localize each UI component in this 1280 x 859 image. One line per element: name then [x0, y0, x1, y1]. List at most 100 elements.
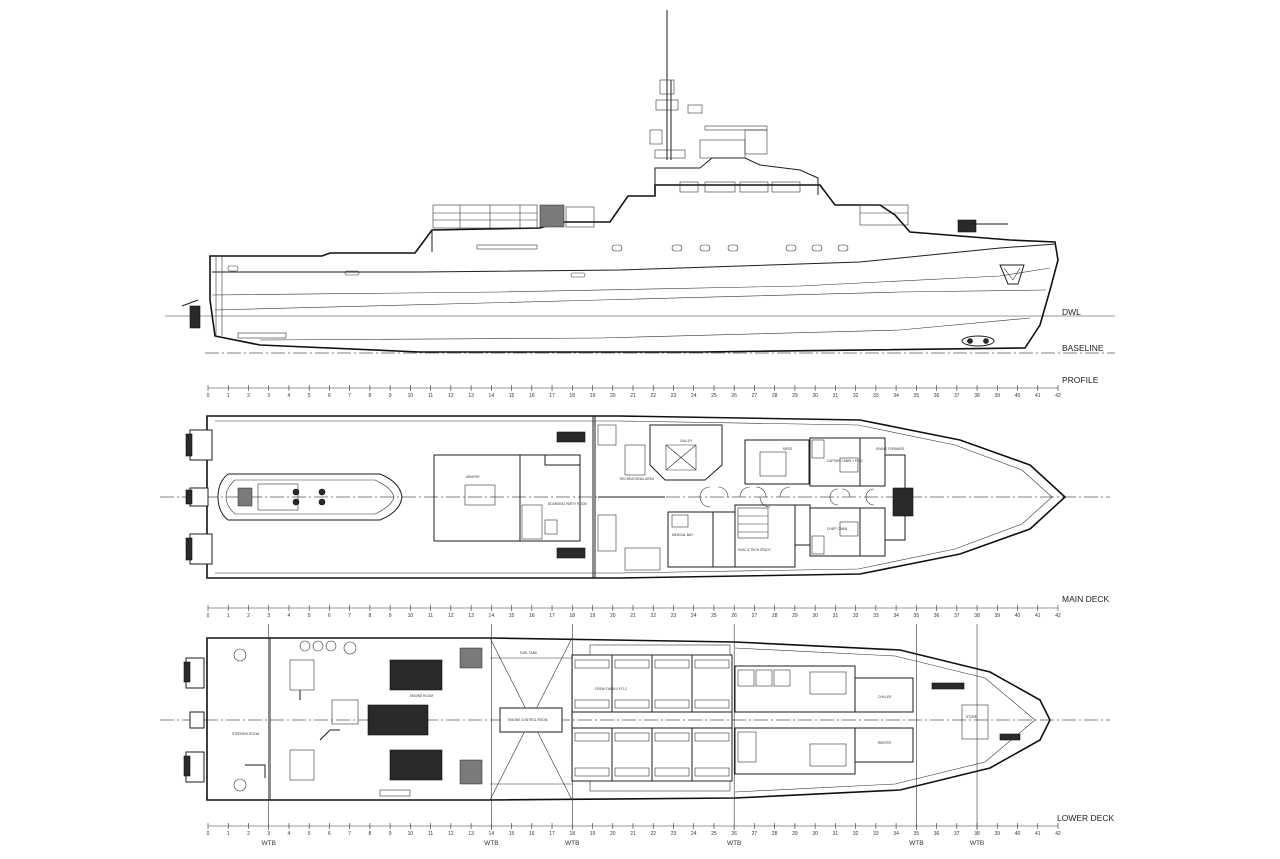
scale-tick-label: 14 — [489, 393, 495, 399]
scale-tick-label: 26 — [731, 831, 737, 837]
svg-text:RECREATIONAL AREA: RECREATIONAL AREA — [620, 477, 655, 481]
scale-tick-label: 5 — [308, 613, 311, 619]
scale-tick-label: 18 — [570, 613, 576, 619]
engine-port — [389, 659, 443, 691]
scale-tick-label: 40 — [1015, 613, 1021, 619]
scale-tick-label: 39 — [995, 393, 1001, 399]
wtb-label: WTB — [484, 840, 498, 847]
svg-text:REEFER: REEFER — [878, 741, 892, 745]
scale-tick-label: 9 — [389, 831, 392, 837]
scale-tick-label: 41 — [1035, 613, 1041, 619]
rhib-boat — [217, 473, 403, 521]
engine-centre — [367, 704, 429, 736]
scale-tick-label: 28 — [772, 831, 778, 837]
scale-tick-label: 13 — [468, 393, 474, 399]
lower-deck-view: STEERING ROOM ENGINE ROOM FUEL TANK ENGI… — [160, 624, 1114, 830]
svg-text:CHIEF CABIN: CHIEF CABIN — [827, 527, 848, 531]
svg-text:ENGINE CONTROL ROOM: ENGINE CONTROL ROOM — [508, 718, 548, 722]
scale-tick-label: 31 — [833, 613, 839, 619]
main-deck-hull-outline — [206, 415, 1067, 579]
engine-starboard — [389, 749, 443, 781]
scale-tick-label: 21 — [630, 393, 636, 399]
scale-tick-label: 23 — [671, 393, 677, 399]
svg-text:ENGINE ROOM: ENGINE ROOM — [410, 694, 433, 698]
lower-deck-room-labels: STEERING ROOM ENGINE ROOM FUEL TANK ENGI… — [232, 651, 977, 745]
lower-deck-label: LOWER DECK — [1057, 813, 1114, 823]
scale-tick-label: 17 — [549, 393, 555, 399]
scale-tick-label: 9 — [389, 393, 392, 399]
baseline-label: BASELINE — [1062, 343, 1104, 353]
bow-thruster — [961, 335, 995, 347]
scale-tick-label: 36 — [934, 393, 940, 399]
scale-tick-label: 3 — [267, 393, 270, 399]
scale-tick-label: 32 — [853, 393, 859, 399]
scale-tick-label: 30 — [812, 613, 818, 619]
scale-tick-label: 13 — [468, 831, 474, 837]
bottom-line — [259, 317, 1031, 341]
scale-tick-label: 11 — [428, 393, 433, 399]
scale-tick-label: 38 — [974, 613, 980, 619]
scale-tick-label: 35 — [914, 613, 920, 619]
scale-tick-label: 32 — [853, 831, 859, 837]
scale-tick-label: 9 — [389, 613, 392, 619]
svg-text:STEERING ROOM: STEERING ROOM — [232, 732, 259, 736]
scale-tick-label: 22 — [650, 831, 656, 837]
main-deck-view: ARMORY BOARDING PARTY ROOM RECREATIONAL … — [160, 415, 1110, 604]
scale-tick-label: 37 — [954, 831, 960, 837]
armory-room — [433, 454, 521, 542]
scale-tick-label: 39 — [995, 831, 1001, 837]
scale-tick-label: 2 — [247, 831, 250, 837]
scale-tick-label: 6 — [328, 613, 331, 619]
scale-tick-label: 24 — [691, 613, 697, 619]
svg-text:FUEL TANK: FUEL TANK — [520, 651, 538, 655]
deck-gun — [957, 219, 977, 233]
scale-tick-label: 42 — [1055, 831, 1061, 837]
scale-tick-label: 23 — [671, 613, 677, 619]
scale-tick-label: 27 — [752, 393, 758, 399]
scale-tick-label: 16 — [529, 393, 535, 399]
scale-tick-label: 12 — [448, 613, 454, 619]
scale-tick-label: 33 — [873, 831, 879, 837]
scale-tick-label: 20 — [610, 393, 616, 399]
scale-tick-label: 29 — [792, 393, 798, 399]
main-deck-label: MAIN DECK — [1062, 594, 1110, 604]
scale-tick-label: 42 — [1055, 613, 1061, 619]
scale-tick-label: 15 — [509, 393, 515, 399]
scale-tick-label: 6 — [328, 831, 331, 837]
scale-tick-label: 28 — [772, 393, 778, 399]
scale-tick-label: 2 — [247, 613, 250, 619]
scale-tick-label: 30 — [812, 393, 818, 399]
scale-tick-label: 23 — [671, 831, 677, 837]
svg-text:CREW CABIN 4 P.O.C: CREW CABIN 4 P.O.C — [595, 687, 628, 691]
profile-view: DWL BASELINE PROFILE — [165, 10, 1115, 385]
scale-tick-label: 19 — [590, 613, 596, 619]
scale-tick-label: 6 — [328, 393, 331, 399]
wtb-label: WTB — [261, 840, 275, 847]
scale-tick-label: 0 — [207, 393, 210, 399]
scale-tick-label: 19 — [590, 831, 596, 837]
scale-tick-label: 21 — [630, 613, 636, 619]
scale-tick-label: 31 — [833, 393, 839, 399]
scale-tick-label: 35 — [914, 831, 920, 837]
scale-tick-label: 4 — [288, 393, 291, 399]
scale-tick-label: 1 — [227, 393, 230, 399]
scale-tick-label: 15 — [509, 831, 515, 837]
scale-tick-label: 24 — [691, 831, 697, 837]
scale-tick-label: 8 — [369, 613, 372, 619]
dwl-label: DWL — [1062, 307, 1081, 317]
scale-tick-label: 36 — [934, 613, 940, 619]
main-deck-room-labels: ARMORY BOARDING PARTY ROOM RECREATIONAL … — [466, 439, 905, 552]
scale-tick-label: 0 — [207, 831, 210, 837]
hull-profile — [209, 184, 1059, 353]
scale-tick-label: 16 — [529, 831, 535, 837]
scale-tick-label: 37 — [954, 613, 960, 619]
scale-tick-label: 33 — [873, 613, 879, 619]
scale-tick-label: 1 — [227, 613, 230, 619]
scale-tick-label: 19 — [590, 393, 596, 399]
sheer-line — [212, 243, 1057, 273]
